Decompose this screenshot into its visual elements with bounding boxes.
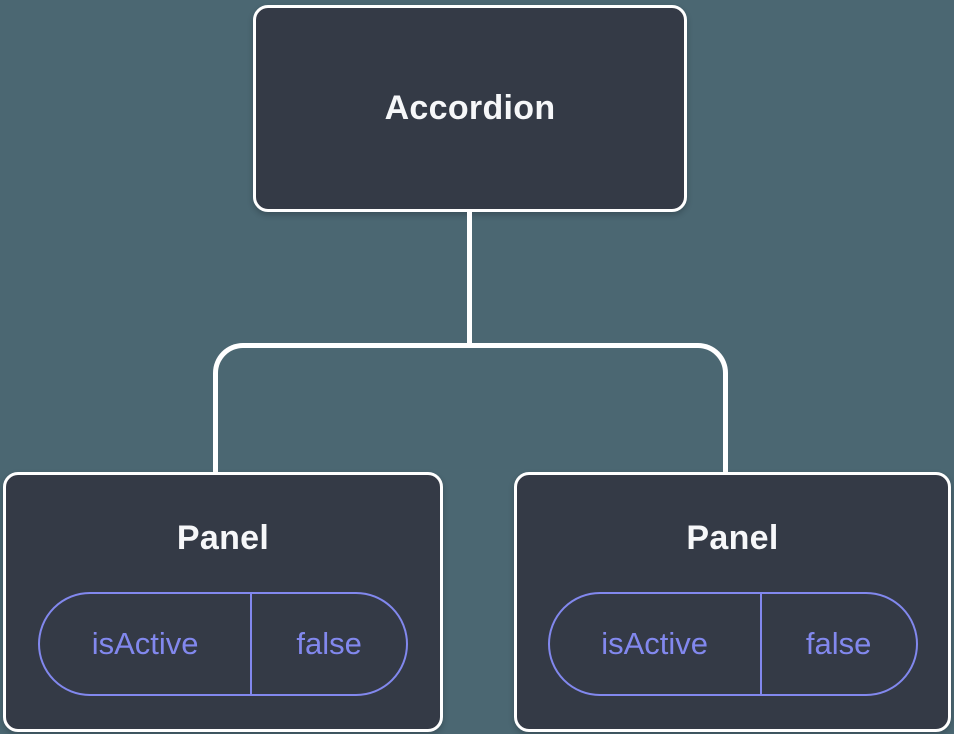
accordion-label: Accordion [384, 89, 556, 128]
state-pill-left-value: false [296, 625, 362, 661]
connector-bracket [213, 343, 728, 472]
panel-left-label: Panel [176, 519, 270, 557]
connector-stem [467, 210, 472, 345]
state-pill-right-key: isActive [550, 593, 762, 694]
state-pill-left: isActive false [38, 591, 408, 696]
state-pill-right: isActive false [547, 591, 918, 696]
state-pill-left-key: isActive [40, 593, 253, 694]
panel-node-left: Panel isActive false [3, 472, 443, 732]
panel-node-right: Panel isActive false [514, 472, 951, 732]
state-pill-right-value: false [805, 625, 872, 661]
panel-right-label: Panel [686, 519, 779, 557]
accordion-node: Accordion [253, 5, 687, 212]
